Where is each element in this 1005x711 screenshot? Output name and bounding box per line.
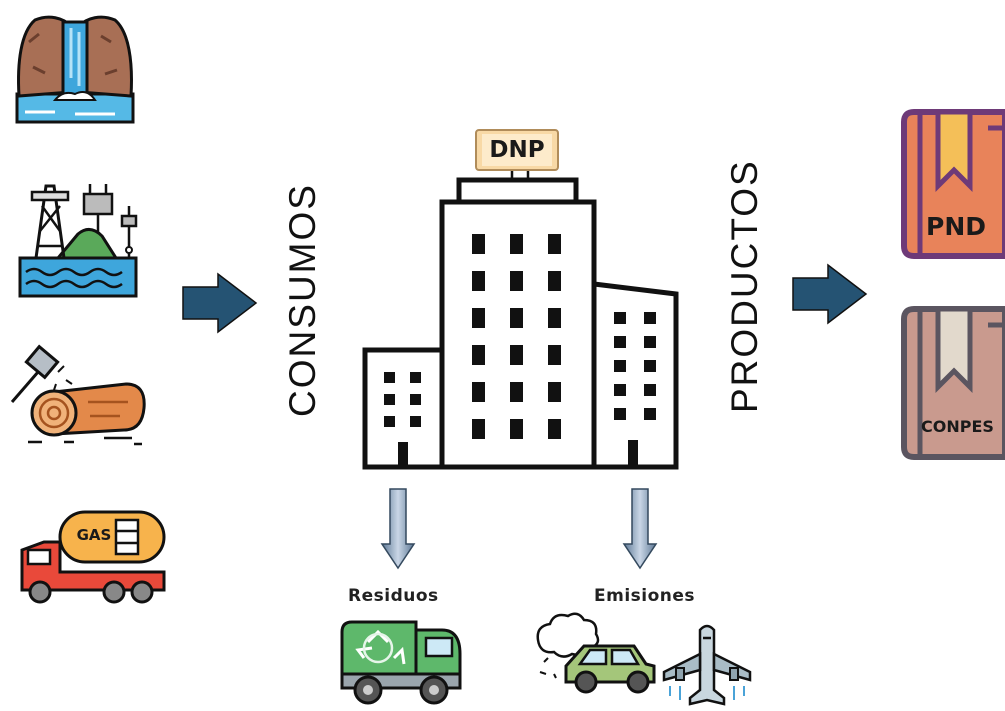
book-pnd-icon: PND — [900, 108, 1005, 260]
arrow-right-icon — [182, 272, 258, 334]
consumos-label: CONSUMOS — [282, 183, 323, 417]
airplane-icon — [660, 624, 754, 708]
arrow-right-icon — [792, 263, 868, 325]
productos-label: PRODUCTOS — [724, 159, 765, 413]
building-icon: DNP — [362, 124, 682, 472]
gas-truck-icon: GAS — [18, 506, 166, 606]
gas-label: GAS — [76, 526, 112, 544]
garbage-truck-icon — [338, 618, 464, 706]
book-title: PND — [926, 212, 986, 241]
arrow-down-emisiones-icon — [622, 488, 658, 570]
wood-log-icon — [8, 344, 148, 454]
residuos-label: Residuos — [348, 586, 439, 606]
power-plant-icon — [18, 176, 138, 298]
emisiones-label: Emisiones — [594, 586, 696, 606]
arrow-down-residuos-icon — [380, 488, 416, 570]
waterfall-icon — [15, 12, 135, 124]
car-emissions-icon — [534, 612, 660, 694]
book-title: CONPES — [921, 417, 994, 436]
book-conpes-icon: CONPES — [900, 305, 1005, 463]
building-sign: DNP — [489, 137, 545, 163]
